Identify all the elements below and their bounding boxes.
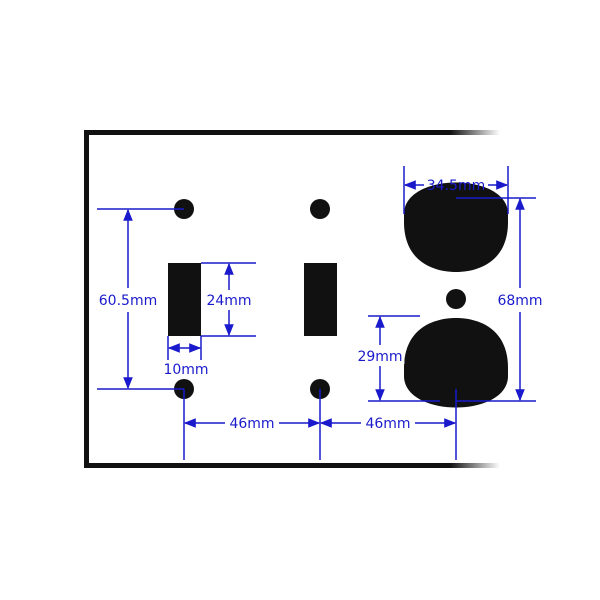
receptacle-outlet-bottom bbox=[404, 318, 508, 408]
gang-spacing-right-label: 46mm bbox=[365, 416, 410, 432]
toggle-width-label: 10mm bbox=[163, 362, 208, 378]
receptacle-width-label: 34.5mm bbox=[427, 178, 485, 194]
toggle-opening-left bbox=[168, 263, 201, 336]
screw-spacing-label: 60.5mm bbox=[99, 293, 157, 309]
dimension-lines bbox=[97, 166, 536, 460]
gang-spacing-left-label: 46mm bbox=[229, 416, 274, 432]
dimension-labels: 60.5mm 24mm 10mm 46mm 46mm 34.5mm 68mm 2… bbox=[96, 178, 546, 432]
outlet-height-label: 29mm bbox=[357, 349, 402, 365]
receptacle-outlet-top-body bbox=[404, 182, 508, 272]
plate-left-edge bbox=[84, 130, 89, 468]
toggle-opening-middle bbox=[304, 263, 337, 336]
receptacle-openings bbox=[404, 182, 508, 408]
receptacle-height-label: 68mm bbox=[497, 293, 542, 309]
toggle-height-label: 24mm bbox=[206, 293, 251, 309]
plate-bottom-edge bbox=[84, 463, 500, 468]
plate-top-edge bbox=[84, 130, 500, 135]
plate-outline bbox=[84, 130, 500, 468]
screw-hole-middle-top bbox=[310, 199, 330, 219]
toggle-openings bbox=[168, 263, 337, 336]
screw-hole-receptacle-center bbox=[446, 289, 466, 309]
